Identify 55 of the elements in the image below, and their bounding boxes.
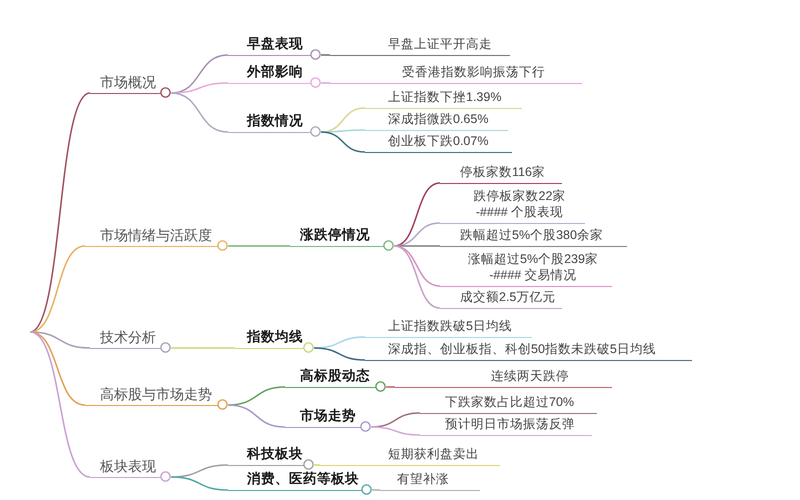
leaf-label: 涨幅超过5%个股239家 -#### 交易情况 <box>440 250 612 287</box>
leaf-label: 跌幅超过5%个股380余家 <box>440 226 627 247</box>
leaf-label: 成交额2.5万亿元 <box>440 288 562 309</box>
branch-line <box>394 245 440 309</box>
subtopic-label: 涨跌停情况 <box>290 226 384 247</box>
branch-line <box>170 476 228 491</box>
subtopic-label: 指数均线 <box>235 328 304 349</box>
branch-line <box>170 82 228 94</box>
branch-line <box>370 412 420 428</box>
subtopic-label: 消费、医药等板块 <box>228 470 362 491</box>
subtopic-label: 外部影响 <box>228 64 311 84</box>
subtopic-label: 指数情况 <box>228 112 311 133</box>
branch-line <box>320 131 366 153</box>
leaf-label: 早盘上证平开高走 <box>330 36 510 56</box>
branch-line <box>314 336 366 349</box>
subtopic-label: 高标股动态 <box>285 368 376 388</box>
branch-line <box>321 129 365 133</box>
leaf-label: 受香港指数影响振荡下行 <box>330 64 582 84</box>
leaf-label: 上证指数跌破5日均线 <box>365 318 532 338</box>
branch-line <box>394 222 440 247</box>
leaf-label: 创业板下跌0.07% <box>365 132 512 153</box>
leaf-label: 下跌家数占比超过70% <box>420 394 597 414</box>
branch-label: 技术分析 <box>90 328 161 349</box>
leaf-label: 上证指数下挫1.39% <box>365 88 522 109</box>
branch-line <box>321 82 330 84</box>
branch-label: 市场概况 <box>90 74 161 94</box>
branch-line <box>314 464 320 466</box>
leaf-label: 停板家数116家 <box>440 164 562 184</box>
branch-line <box>170 92 228 133</box>
subtopic-label: 早盘表现 <box>228 36 311 56</box>
branch-line <box>321 54 330 56</box>
branch-label: 高标股与市场走势 <box>85 386 218 406</box>
leaf-label: 跌停板家数22家 -#### 个股表现 <box>440 188 585 224</box>
branch-line <box>228 245 290 247</box>
leaf-label: 预计明日市场振荡反弹 <box>420 416 592 436</box>
leaf-label: 深成指微跌0.65% <box>365 110 508 131</box>
branch-label: 市场情绪与活跃度 <box>85 226 218 247</box>
branch-line <box>314 347 366 361</box>
branch-line <box>228 386 286 406</box>
leaf-label: 有望补涨 <box>380 470 480 491</box>
leaf-label: 短期获利盘卖出 <box>320 446 500 466</box>
branch-line <box>372 489 380 491</box>
branch-line <box>171 347 235 349</box>
branch-line <box>386 386 395 388</box>
leaf-label: 连续两天跌停 <box>395 368 612 388</box>
subtopic-label: 科技板块 <box>228 446 304 466</box>
leaf-label: 深成指、创业板指、科创50指数未跌破5日均线 <box>365 340 692 361</box>
branch-line <box>30 245 86 333</box>
branch-line <box>228 404 286 428</box>
branch-line <box>30 331 90 478</box>
subtopic-label: 市场走势 <box>285 408 361 428</box>
branch-label: 板块表现 <box>90 458 161 478</box>
branch-line <box>30 92 90 333</box>
branch-line <box>370 426 420 436</box>
branch-line <box>170 464 228 478</box>
